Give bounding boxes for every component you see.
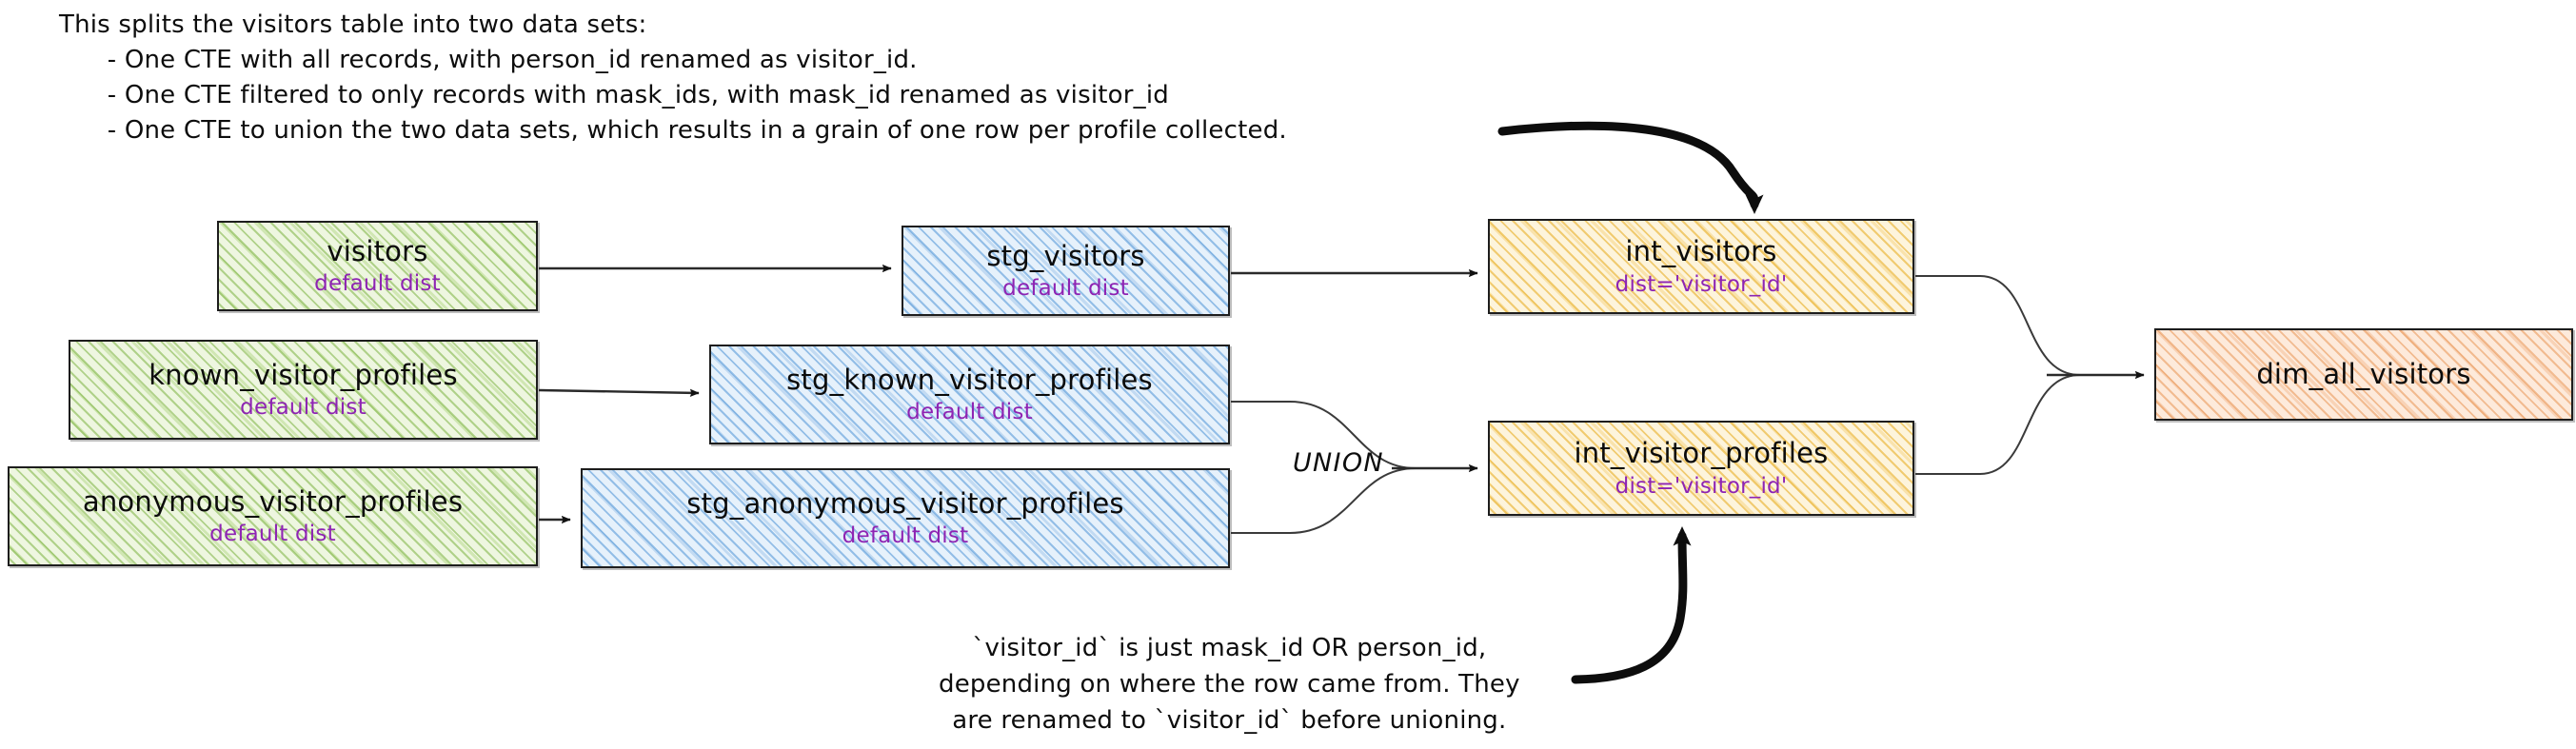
node-dist-style: default dist bbox=[1002, 276, 1129, 302]
node-title: int_visitor_profiles bbox=[1574, 437, 1829, 470]
node-anonymous-visitor-profiles[interactable]: anonymous_visitor_profiles default dist bbox=[8, 466, 538, 566]
node-dist-style: default dist bbox=[240, 395, 367, 421]
callout-arrow-footer-to-int-visitor-profiles bbox=[1571, 526, 1692, 684]
node-title: int_visitors bbox=[1625, 235, 1777, 268]
node-stg-visitors[interactable]: stg_visitors default dist bbox=[902, 226, 1230, 316]
edge-stg-anonymous-to-int-visitor-profiles bbox=[1231, 467, 1417, 534]
edge-int-visitor-profiles-to-dim-all-visitors bbox=[1915, 374, 2081, 475]
node-title: stg_anonymous_visitor_profiles bbox=[686, 486, 1124, 520]
header-note: This splits the visitors table into two … bbox=[59, 10, 1287, 145]
node-known-visitor-profiles[interactable]: known_visitor_profiles default dist bbox=[69, 340, 538, 440]
edge-stg-known-to-int-visitor-profiles bbox=[1231, 401, 1417, 469]
node-dim-all-visitors[interactable]: dim_all_visitors bbox=[2154, 328, 2573, 421]
edge-int-visitors-to-dim-all-visitors bbox=[1915, 275, 2081, 376]
node-int-visitor-profiles[interactable]: int_visitor_profiles dist='visitor_id' bbox=[1488, 421, 1914, 516]
node-dist-style: default dist bbox=[314, 271, 441, 297]
node-visitors[interactable]: visitors default dist bbox=[217, 221, 538, 311]
node-title: anonymous_visitor_profiles bbox=[82, 484, 464, 518]
footer-note: `visitor_id` is just mask_id OR person_i… bbox=[939, 634, 1520, 735]
union-edge-label: UNION bbox=[1293, 448, 1384, 478]
node-dist-style: default dist bbox=[842, 523, 969, 549]
node-title: visitors bbox=[327, 234, 428, 267]
node-stg-known-visitor-profiles[interactable]: stg_known_visitor_profiles default dist bbox=[709, 345, 1230, 444]
node-stg-anonymous-visitor-profiles[interactable]: stg_anonymous_visitor_profiles default d… bbox=[581, 468, 1230, 568]
node-dist-style: default dist bbox=[906, 400, 1033, 425]
node-dist-style: dist='visitor_id' bbox=[1615, 473, 1788, 499]
edge-known-to-stg-known bbox=[538, 388, 700, 398]
node-int-visitors[interactable]: int_visitors dist='visitor_id' bbox=[1488, 219, 1914, 314]
node-title: stg_visitors bbox=[986, 239, 1145, 272]
node-title: stg_known_visitor_profiles bbox=[786, 363, 1153, 396]
node-dist-style: default dist bbox=[209, 522, 336, 547]
node-dist-style: dist='visitor_id' bbox=[1615, 271, 1788, 297]
callout-arrow-header-to-int-visitors bbox=[1497, 121, 1764, 214]
node-title: known_visitor_profiles bbox=[149, 358, 458, 391]
node-title: dim_all_visitors bbox=[2256, 358, 2471, 391]
